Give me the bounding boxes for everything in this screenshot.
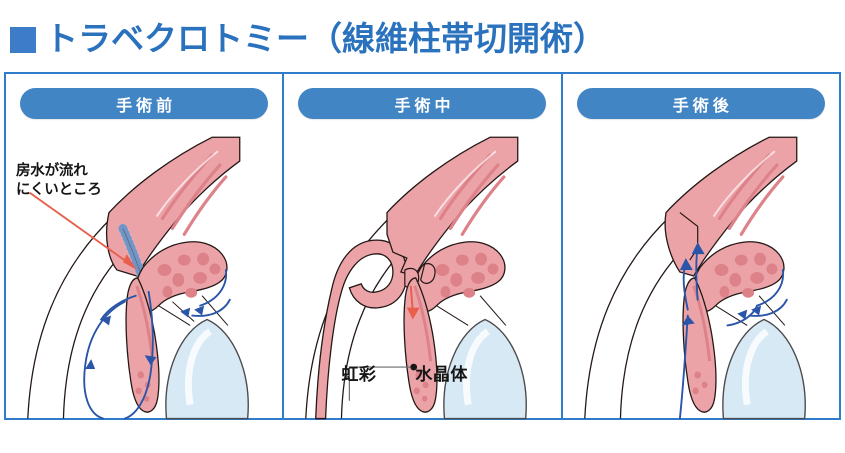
ciliary-body-tissue <box>386 136 519 277</box>
sclera-outline <box>583 216 688 419</box>
iris-leader-line-icon <box>349 363 418 401</box>
aqueous-outflow-arrows <box>678 242 788 420</box>
eye-diagram-before <box>6 120 282 420</box>
aqueous-flow-arrows <box>83 269 231 420</box>
ciliary-body-tissue <box>105 136 241 277</box>
outflow-arrowheads <box>679 242 761 326</box>
iris-spots <box>692 371 708 395</box>
label-lens: 水晶体 <box>415 365 468 384</box>
panel-before-surgery: 手術前 <box>6 74 282 420</box>
lens-crystalline <box>165 318 249 420</box>
zonule-fibres <box>714 295 785 326</box>
panel-container: 手術前 <box>4 72 841 420</box>
iris-tissue <box>125 277 160 413</box>
scleral-flap-hook-icon <box>315 239 408 420</box>
ciliary-body-tissue <box>664 136 798 277</box>
ciliary-process-spots <box>714 252 778 298</box>
panel-header-after: 手術後 <box>576 88 825 119</box>
panel-after-surgery: 手術後 <box>560 74 839 420</box>
panel-header-during: 手術中 <box>298 88 547 119</box>
panel-header-before: 手術前 <box>20 88 269 119</box>
eye-anatomy-svg-before <box>27 136 249 420</box>
ciliary-processes <box>134 241 228 313</box>
page-title: トラベクロトミー（線維柱帯切開術） <box>10 14 606 62</box>
iris-tissue <box>682 277 717 413</box>
ciliary-process-spots <box>435 252 499 298</box>
panel-during-surgery: 手術中 <box>282 74 560 420</box>
eye-anatomy-svg-during <box>305 136 528 420</box>
lens-crystalline <box>443 318 528 420</box>
label-iris: 虹彩 <box>341 365 377 384</box>
zonule-fibres <box>436 295 507 326</box>
ciliary-process-spots <box>157 252 221 298</box>
flow-arrowheads <box>85 305 205 370</box>
square-bullet-icon <box>10 26 36 53</box>
red-incision-arrow-icon <box>407 285 421 320</box>
iris-spots <box>135 371 151 402</box>
page-title-text: トラベクロトミー（線維柱帯切開術） <box>45 19 606 57</box>
eye-diagram-after <box>563 120 839 420</box>
zonule-fibres <box>158 295 229 326</box>
callout-aqueous-humor-label: 房水が流れ にくいところ <box>16 163 102 198</box>
eye-anatomy-svg-after <box>583 136 806 420</box>
iris-spots <box>413 371 429 402</box>
eye-diagram-during <box>284 120 560 420</box>
lens-crystalline <box>721 318 806 420</box>
ciliary-processes <box>691 241 785 313</box>
red-pointer-arrow-icon <box>29 191 137 270</box>
